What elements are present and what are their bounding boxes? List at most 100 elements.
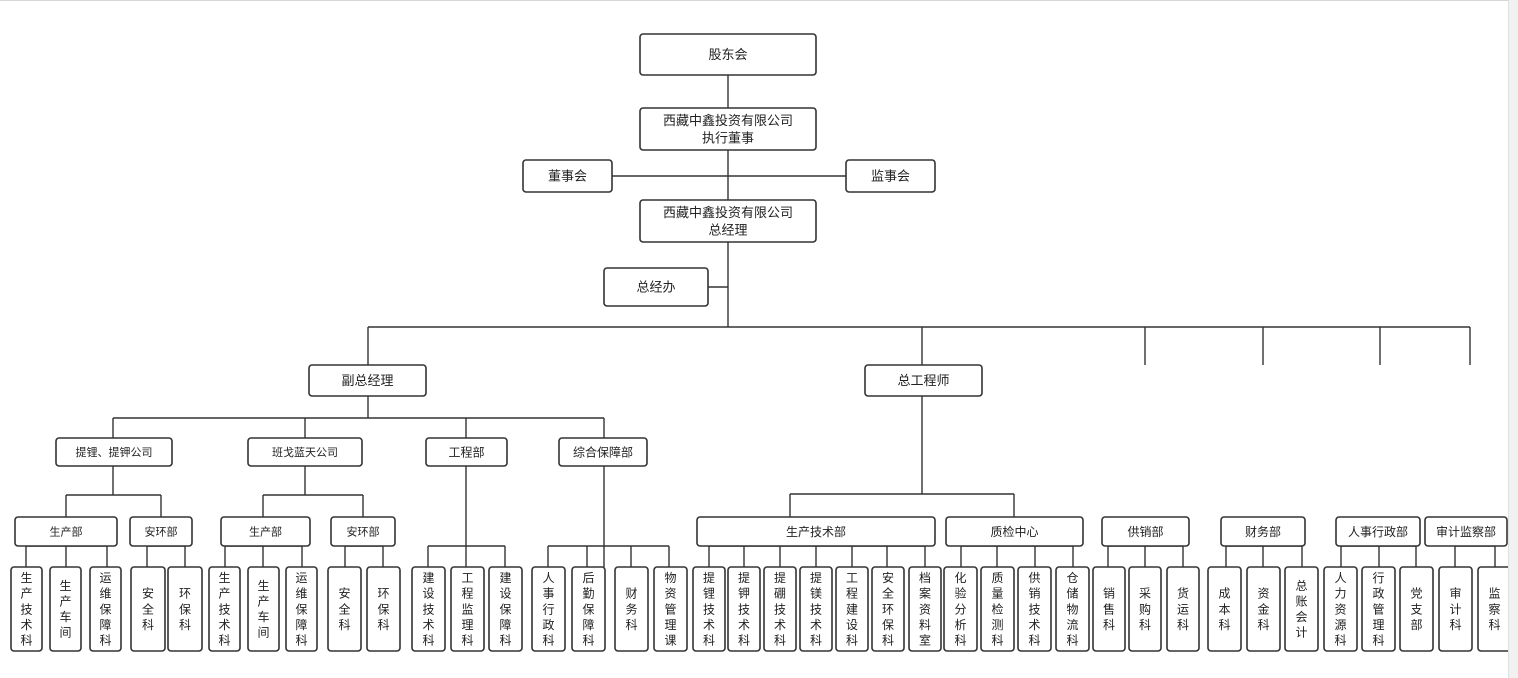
section-box-char: 管 bbox=[664, 601, 676, 616]
section-box-char: 设 bbox=[499, 587, 511, 601]
section-box-char: 计 bbox=[1449, 602, 1461, 616]
section-box-char: 科 bbox=[954, 634, 966, 648]
section-box-char: 监 bbox=[1488, 587, 1500, 601]
section-box-char: 计 bbox=[1295, 626, 1307, 640]
executive-director-box-label: 西藏中鑫投资有限公司 bbox=[663, 113, 793, 129]
section-box-char: 设 bbox=[422, 587, 434, 601]
section-box-char: 技 bbox=[422, 602, 434, 616]
executive-director-box-label: 执行董事 bbox=[702, 131, 754, 146]
section-box-char: 科 bbox=[422, 634, 434, 648]
section-box-char: 事 bbox=[542, 587, 554, 601]
section-box-char: 技 bbox=[703, 602, 715, 616]
unit-box: 质检中心 bbox=[945, 516, 1084, 547]
section-box-char: 科 bbox=[1028, 634, 1040, 648]
section-box-char: 会 bbox=[1295, 610, 1307, 624]
section-box-char: 间 bbox=[257, 626, 269, 640]
department-box: 综合保障部 bbox=[558, 437, 648, 467]
section-box-char: 产 bbox=[257, 595, 269, 609]
section-box-char: 运 bbox=[1177, 602, 1189, 616]
section-box-char: 科 bbox=[142, 618, 154, 632]
section-box-char: 科 bbox=[1103, 618, 1115, 632]
section-box-char: 技 bbox=[810, 602, 822, 616]
section-box-char: 术 bbox=[810, 618, 822, 632]
vertical-scrollbar[interactable] bbox=[1509, 0, 1518, 678]
section-box-char: 全 bbox=[338, 601, 350, 616]
section-box-char: 产 bbox=[59, 595, 71, 609]
section-box-char: 障 bbox=[99, 617, 111, 632]
gm-office-box-label: 总经办 bbox=[636, 281, 675, 296]
section-box-char: 科 bbox=[179, 618, 191, 632]
section-box-char: 物 bbox=[1066, 602, 1078, 616]
section-box-char: 料 bbox=[919, 618, 931, 632]
unit-box-label: 生产部 bbox=[249, 524, 282, 538]
unit-box: 安环部 bbox=[330, 516, 396, 547]
section-box-char: 物 bbox=[664, 571, 676, 585]
section-box-char: 环 bbox=[377, 587, 389, 601]
section-box-char: 科 bbox=[1372, 634, 1384, 648]
section-box-char: 察 bbox=[1488, 602, 1500, 616]
section-box-char: 科 bbox=[1488, 618, 1500, 632]
unit-box-label: 生产部 bbox=[50, 524, 83, 538]
section-box-char: 术 bbox=[20, 618, 32, 632]
section-box-char: 提 bbox=[774, 570, 786, 585]
unit-box: 生产部 bbox=[220, 516, 311, 547]
supervisors-box-label: 监事会 bbox=[871, 170, 910, 185]
section-box-char: 人 bbox=[542, 571, 554, 585]
supervisors-box: 监事会 bbox=[845, 159, 936, 193]
section-box-char: 车 bbox=[257, 609, 269, 624]
section-box-char: 科 bbox=[1139, 618, 1151, 632]
section-box-char: 科 bbox=[218, 634, 230, 648]
section-box-char: 环 bbox=[179, 587, 191, 601]
section-box-char: 科 bbox=[582, 634, 594, 648]
section-box-char: 监 bbox=[461, 602, 473, 616]
section-box-char: 资 bbox=[1257, 587, 1269, 601]
section-box-char: 科 bbox=[461, 634, 473, 648]
section-box-char: 术 bbox=[738, 618, 750, 632]
section-box-char: 保 bbox=[499, 602, 511, 616]
section-box-char: 科 bbox=[1257, 618, 1269, 632]
section-box-char: 档 bbox=[919, 571, 931, 585]
section-box: 货运科 bbox=[1166, 566, 1200, 652]
section-box-char: 售 bbox=[1103, 601, 1115, 616]
department-box: 供销部 bbox=[1101, 516, 1190, 547]
section-box-char: 科 bbox=[774, 634, 786, 648]
section-box-char: 账 bbox=[1295, 595, 1307, 609]
section-box-char: 总 bbox=[1295, 579, 1307, 593]
section-box-char: 产 bbox=[218, 587, 230, 601]
section-box-char: 科 bbox=[377, 618, 389, 632]
section-box-char: 提 bbox=[738, 570, 750, 585]
section-box-char: 生 bbox=[257, 579, 269, 593]
section-box-char: 术 bbox=[703, 618, 715, 632]
section-box-char: 保 bbox=[377, 602, 389, 616]
unit-box: 生产部 bbox=[14, 516, 118, 547]
section-box-char: 建 bbox=[846, 602, 858, 616]
section-box-char: 行 bbox=[542, 602, 554, 616]
department-box-label: 审计监察部 bbox=[1436, 524, 1496, 539]
section-box-char: 质 bbox=[991, 571, 1003, 585]
board-box-label: 董事会 bbox=[548, 170, 587, 185]
section-box-char: 科 bbox=[991, 634, 1003, 648]
section-box-char: 案 bbox=[919, 586, 931, 601]
section-box-char: 产 bbox=[20, 587, 32, 601]
section-box-char: 生 bbox=[20, 571, 32, 585]
section-box-char: 术 bbox=[218, 618, 230, 632]
section-box-char: 保 bbox=[582, 602, 594, 616]
section-box-char: 科 bbox=[1334, 634, 1346, 648]
section-box-char: 工 bbox=[846, 571, 858, 585]
section-box-char: 硼 bbox=[774, 587, 786, 601]
section-box-char: 技 bbox=[774, 602, 786, 616]
section-box-char: 保 bbox=[295, 602, 307, 616]
section-box-char: 钾 bbox=[738, 587, 750, 601]
